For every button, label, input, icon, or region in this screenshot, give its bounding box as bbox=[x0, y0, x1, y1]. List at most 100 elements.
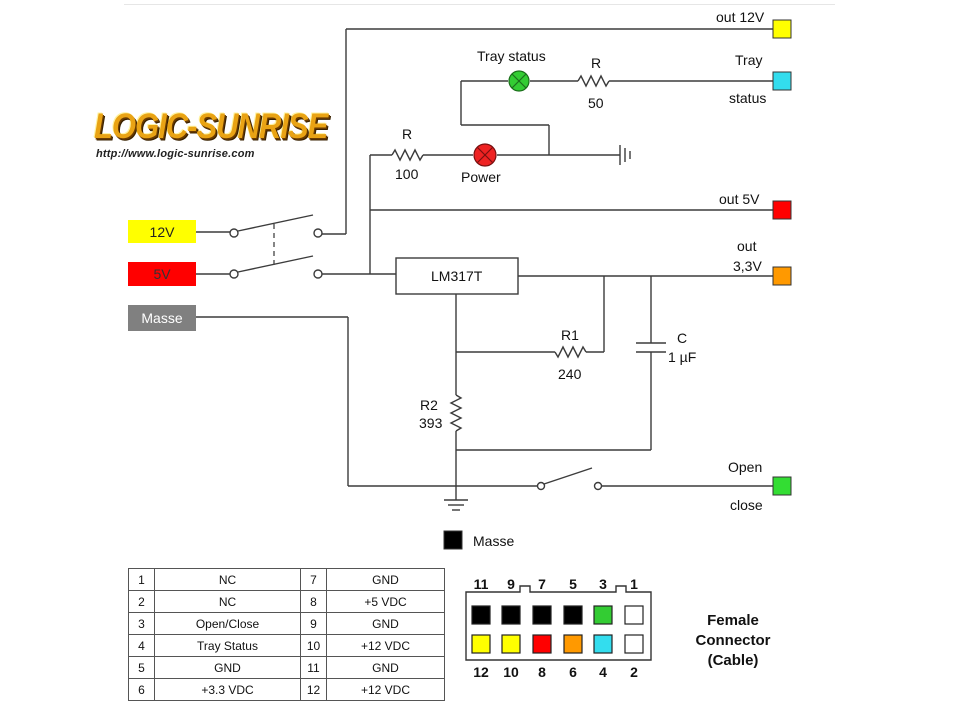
input-5v-label: 5V bbox=[128, 262, 196, 286]
label-close: close bbox=[730, 497, 763, 513]
table-cell: 12 bbox=[300, 678, 327, 701]
label-cap-value: 1 µF bbox=[668, 349, 696, 365]
table-row: 2 NC 8 +5 VDC bbox=[128, 590, 445, 613]
connector-bottom-pin-4 bbox=[593, 634, 613, 654]
table-cell: +3.3 VDC bbox=[154, 678, 301, 701]
label-out-12v: out 12V bbox=[716, 9, 765, 25]
table-cell: GND bbox=[326, 612, 445, 635]
label-r1-value: 240 bbox=[558, 366, 582, 382]
table-cell: 3 bbox=[128, 612, 155, 635]
table-row: 1 NC 7 GND bbox=[128, 568, 445, 591]
label-out: out bbox=[737, 238, 757, 254]
label-cap-name: C bbox=[677, 330, 687, 346]
connector-bottom-pin-number: 6 bbox=[569, 664, 577, 680]
table-cell: 10 bbox=[300, 634, 327, 657]
connector-bottom-pin-number: 12 bbox=[473, 664, 489, 680]
connector-bottom-pin-12 bbox=[471, 634, 491, 654]
open-close-terminal bbox=[772, 476, 792, 496]
connector-top-pin-number: 11 bbox=[474, 576, 489, 592]
connector-top-pin-number: 3 bbox=[599, 576, 607, 592]
connector-top-pin-number: 9 bbox=[507, 576, 515, 592]
connector-top-pin-3 bbox=[593, 605, 613, 625]
logo: LOGIC-SUNRISE http://www.logic-sunrise.c… bbox=[94, 106, 328, 166]
table-cell: Open/Close bbox=[154, 612, 301, 635]
connector-bottom-pin-number: 10 bbox=[503, 664, 519, 680]
label-power-led: Power bbox=[461, 169, 501, 185]
table-cell: 8 bbox=[300, 590, 327, 613]
out-12v-terminal bbox=[772, 19, 792, 39]
input-masse-label: Masse bbox=[128, 305, 196, 331]
connector-top-pin-1 bbox=[624, 605, 644, 625]
connector-bottom-pin-8 bbox=[532, 634, 552, 654]
label-r2-name: R2 bbox=[420, 397, 438, 413]
label-masse-legend: Masse bbox=[473, 533, 514, 549]
table-cell: NC bbox=[154, 568, 301, 591]
table-cell: 5 bbox=[128, 656, 155, 679]
connector-label-line1: Female Connector bbox=[695, 612, 771, 649]
logo-url: http://www.logic-sunrise.com bbox=[96, 148, 255, 160]
ground-symbol-bottom bbox=[444, 499, 468, 511]
connector-bottom-pin-number: 4 bbox=[599, 664, 607, 680]
connector-label-line2: (Cable) bbox=[707, 652, 759, 669]
table-cell: 2 bbox=[128, 590, 155, 613]
label-open: Open bbox=[728, 459, 762, 475]
input-12v-label: 12V bbox=[128, 220, 196, 243]
table-cell: 1 bbox=[128, 568, 155, 591]
label-out-5v: out 5V bbox=[719, 191, 760, 207]
connector-top-pin-9 bbox=[501, 605, 521, 625]
connector-bottom-pin-6 bbox=[563, 634, 583, 654]
connector-top-pin-number: 7 bbox=[538, 576, 546, 592]
logo-title: LOGIC-SUNRISE bbox=[94, 106, 328, 147]
connector-label: Female Connector (Cable) bbox=[668, 611, 798, 671]
table-cell: GND bbox=[154, 656, 301, 679]
table-cell: GND bbox=[326, 568, 445, 591]
label-r-power-value: 100 bbox=[395, 166, 419, 182]
input-switch bbox=[196, 214, 346, 279]
table-row: 5 GND 11 GND bbox=[128, 656, 445, 679]
table-cell: 6 bbox=[128, 678, 155, 701]
label-tray: Tray bbox=[735, 52, 762, 68]
connector-bottom-pin-10 bbox=[501, 634, 521, 654]
tray-status-terminal bbox=[772, 71, 792, 91]
sheet-border bbox=[124, 4, 835, 714]
label-r2-value: 393 bbox=[419, 415, 443, 431]
table-cell: NC bbox=[154, 590, 301, 613]
table-row: 6 +3.3 VDC 12 +12 VDC bbox=[128, 678, 445, 701]
wire-tray-status bbox=[460, 74, 773, 155]
connector-top-pin-11 bbox=[471, 605, 491, 625]
wire-12v bbox=[345, 28, 773, 234]
masse-legend-swatch bbox=[443, 530, 463, 550]
wire-adj bbox=[449, 294, 463, 500]
pin-table: 1 NC 7 GND 2 NC 8 +5 VDC 3 Open/Close 9 … bbox=[128, 568, 445, 701]
table-cell: +12 VDC bbox=[326, 678, 445, 701]
connector-bottom-pin-number: 8 bbox=[538, 664, 546, 680]
table-cell: 9 bbox=[300, 612, 327, 635]
wire-masse bbox=[196, 316, 773, 491]
label-r1-name: R1 bbox=[561, 327, 579, 343]
power-led bbox=[473, 143, 497, 167]
label-3v3: 3,3V bbox=[733, 258, 762, 274]
label-r-power-name: R bbox=[402, 126, 412, 142]
table-row: 3 Open/Close 9 GND bbox=[128, 612, 445, 635]
connector-top-pin-7 bbox=[532, 605, 552, 625]
table-cell: 7 bbox=[300, 568, 327, 591]
connector-top-pin-5 bbox=[563, 605, 583, 625]
out-5v-terminal bbox=[772, 200, 792, 220]
wire-33v bbox=[456, 275, 773, 451]
connector-top-pin-number: 1 bbox=[630, 576, 638, 592]
connector-bottom-pin-2 bbox=[624, 634, 644, 654]
table-row: 4 Tray Status 10 +12 VDC bbox=[128, 634, 445, 657]
table-cell: 4 bbox=[128, 634, 155, 657]
tray-led bbox=[508, 70, 530, 92]
ground-symbol-right bbox=[619, 145, 631, 165]
table-cell: +5 VDC bbox=[326, 590, 445, 613]
connector-top-pin-number: 5 bbox=[569, 576, 577, 592]
label-tray-led: Tray status bbox=[477, 48, 546, 64]
table-cell: 11 bbox=[300, 656, 327, 679]
wire-5v bbox=[322, 148, 773, 275]
label-r-tray-value: 50 bbox=[588, 95, 604, 111]
out-3v3-terminal bbox=[772, 266, 792, 286]
table-cell: GND bbox=[326, 656, 445, 679]
